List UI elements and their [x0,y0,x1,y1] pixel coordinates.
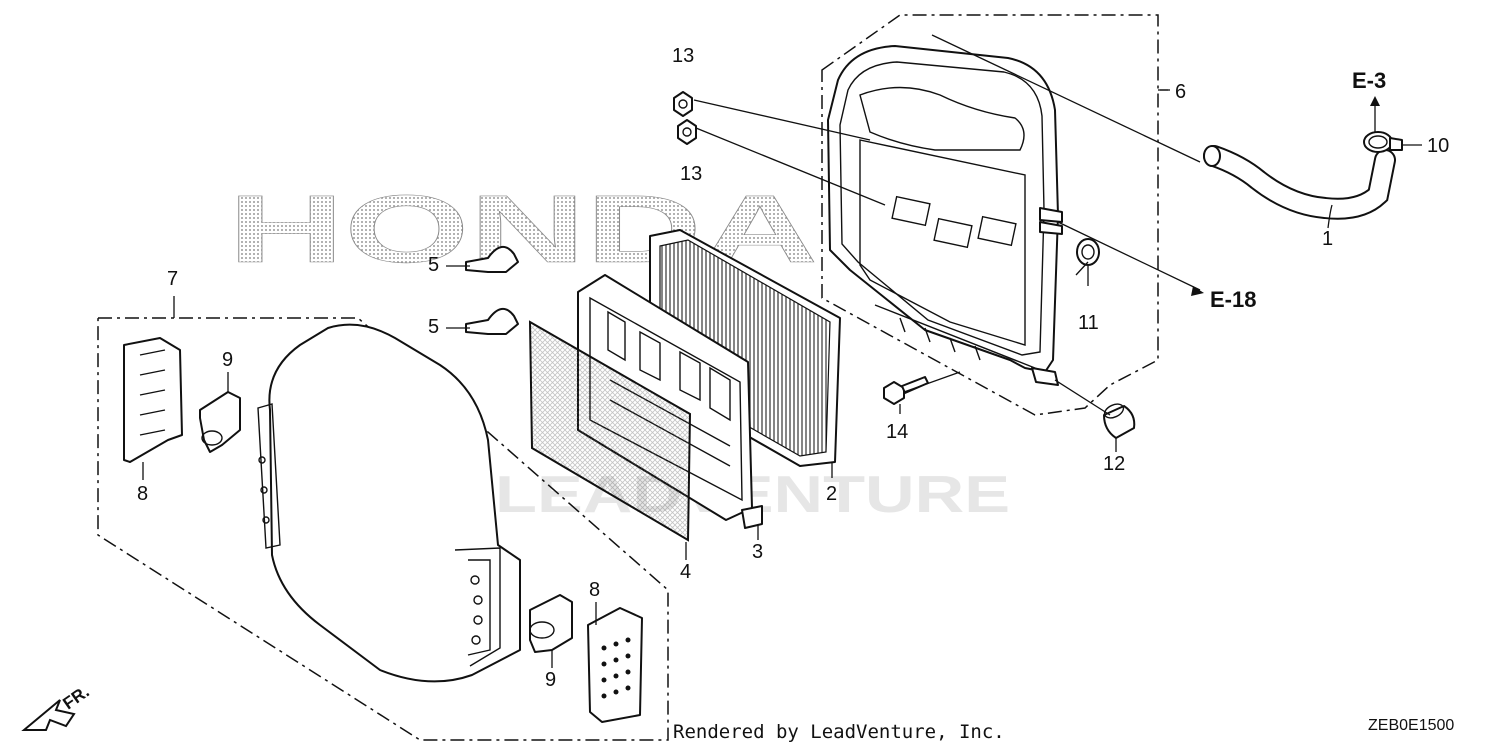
nut-lower [677,119,697,145]
callout-8-upper: 8 [137,483,148,505]
clip-lower [529,594,573,653]
front-arrow-icon [21,699,76,731]
callout-8-lower: 8 [589,579,600,601]
callout-11: 11 [1078,312,1099,334]
ref-arrow-e3 [1370,96,1380,106]
callout-12: 12 [1103,453,1125,475]
assembly-6-outline [821,14,1159,416]
honda-watermark: HONDA [228,176,818,283]
cover-clamp-upper [123,337,183,463]
ref-label-e18[interactable]: E-18 [1210,287,1256,312]
callout-13-upper: 13 [672,45,694,67]
callout-7: 7 [167,268,178,290]
callout-14: 14 [886,421,908,443]
diagram-code: ZEB0E1500 [1368,717,1454,734]
callout-4: 4 [680,561,691,583]
callout-5-lower: 5 [428,316,439,338]
air-cleaner-case [827,45,1063,386]
callout-10: 10 [1427,135,1449,157]
callout-9-upper: 9 [222,349,233,371]
callout-2: 2 [826,483,837,505]
bolt [883,376,929,405]
callout-1: 1 [1322,228,1333,250]
nut-upper [673,91,693,117]
drain-cap [1103,403,1136,439]
clip-5-upper [465,246,519,273]
clip-5-lower [465,308,519,335]
callout-5-upper: 5 [428,254,439,276]
leader-lines [142,34,1422,668]
clip-upper [199,391,241,453]
ref-arrow-e18 [1191,286,1204,296]
front-direction-label: FR. [59,682,92,713]
assembly-7-outline [97,317,669,741]
grommet [1076,238,1100,266]
hose-clamp [1363,131,1403,153]
air-cleaner-cover [257,323,521,683]
callout-9-lower: 9 [545,669,556,691]
callout-3: 3 [752,541,763,563]
front-direction-indicator: FR. [21,682,93,731]
cover-clamp-lower [587,607,643,723]
breather-hose [1203,145,1396,220]
pre-filter [528,320,692,542]
callout-6: 6 [1175,81,1186,103]
ref-label-e3[interactable]: E-3 [1352,68,1386,93]
callout-13-lower: 13 [680,163,702,185]
footer-credit: Rendered by LeadVenture, Inc. [673,721,1005,743]
